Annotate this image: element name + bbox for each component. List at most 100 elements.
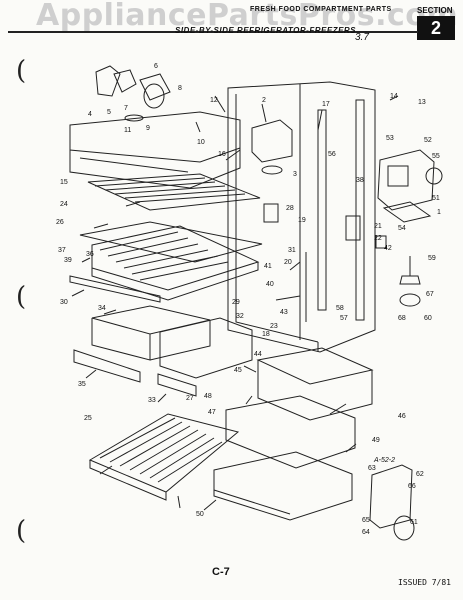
- callout-number-36: 36: [86, 251, 94, 258]
- header-rule: [8, 31, 418, 33]
- callout-number-35: 35: [78, 381, 86, 388]
- callout-number-31: 31: [288, 247, 296, 254]
- crisper-cover-left: [73, 349, 141, 383]
- callout-number-68: 68: [398, 315, 406, 322]
- callout-number-45: 45: [234, 367, 242, 374]
- callout-number-26: 26: [56, 219, 64, 226]
- callout-number-11: 11: [124, 127, 131, 134]
- knob-part-5: [124, 114, 144, 122]
- meat-keeper: [257, 360, 373, 421]
- callout-number-38: 38: [356, 177, 364, 184]
- callout-number-63: 63: [368, 465, 376, 472]
- binder-hole-mark-top: (: [16, 56, 27, 86]
- callout-number-30: 30: [60, 299, 68, 306]
- callout-number-58: 58: [336, 305, 344, 312]
- cabinet-liner: [227, 81, 376, 353]
- callout-number-42: 42: [384, 245, 392, 252]
- callout-number-12: 12: [210, 97, 218, 104]
- callout-number-44: 44: [254, 351, 262, 358]
- callout-number-51: 51: [432, 195, 440, 202]
- callout-number-23: 23: [270, 323, 278, 330]
- callout-number-24: 24: [60, 201, 68, 208]
- callout-number-52: 52: [424, 137, 432, 144]
- callout-number-33: 33: [148, 397, 156, 404]
- callout-number-53: 53: [386, 135, 394, 142]
- section-number-badge: 2: [417, 16, 455, 40]
- callout-number-15: 15: [60, 179, 68, 186]
- header-strip-title: FRESH FOOD COMPARTMENT PARTS: [250, 6, 392, 13]
- callout-number-61: 61: [410, 519, 418, 526]
- crisper-pan-left: [91, 318, 151, 361]
- callout-number-6: 6: [154, 63, 158, 70]
- shelf-ladder-rail-right: [355, 99, 365, 321]
- bracket-part-4: [95, 65, 121, 97]
- callout-number-22: 22: [374, 235, 382, 242]
- callout-number-27: 27: [186, 395, 194, 402]
- wire-shelf-bottom: [88, 413, 240, 493]
- callout-number-14: 14: [390, 93, 398, 100]
- inset-roller-assembly: [369, 464, 413, 529]
- callout-number-54: 54: [398, 225, 406, 232]
- callout-number-50: 50: [196, 511, 204, 518]
- callout-number-49: 49: [372, 437, 380, 444]
- callout-number-47: 47: [208, 409, 216, 416]
- wire-shelf-top: [87, 173, 261, 211]
- callout-number-41: 41: [264, 263, 272, 270]
- callout-number-64: 64: [362, 529, 370, 536]
- callout-number-57: 57: [340, 315, 348, 322]
- callout-number-37: 37: [58, 247, 66, 254]
- callout-number-67: 67: [426, 291, 434, 298]
- callout-number-29: 29: [232, 299, 240, 306]
- callout-number-62: 62: [416, 471, 424, 478]
- leveler-part-59: [399, 256, 421, 285]
- inset-dairy-parts: [377, 149, 435, 211]
- diagram-subtitle: SIDE-BY-SIDE REFRIGERATOR-FREEZERS: [175, 26, 357, 35]
- callout-number-16: 16: [218, 151, 226, 158]
- crisper-pan-right: [159, 317, 253, 379]
- callout-number-43: 43: [280, 309, 288, 316]
- callout-number-18: 18: [262, 331, 270, 338]
- callout-number-40: 40: [266, 281, 274, 288]
- callout-number-8: 8: [178, 85, 182, 92]
- callout-number-32: 32: [236, 313, 244, 320]
- callout-number-4: 4: [88, 111, 92, 118]
- callout-number-20: 20: [284, 259, 292, 266]
- lower-pan: [213, 451, 353, 521]
- callout-number-10: 10: [197, 139, 205, 146]
- inset-label: A-52-2: [373, 457, 395, 464]
- handwritten-note: 3.7: [355, 32, 369, 43]
- callout-number-34: 34: [98, 305, 106, 312]
- callout-number-3: 3: [293, 171, 297, 178]
- shelf-rail: [69, 275, 161, 303]
- callout-number-56: 56: [328, 151, 336, 158]
- callout-number-9: 9: [146, 125, 150, 132]
- light-socket-part-8: [143, 83, 165, 109]
- callout-number-28: 28: [286, 205, 294, 212]
- callout-number-19: 19: [298, 217, 306, 224]
- callout-number-7: 7: [124, 105, 128, 112]
- binder-hole-mark-middle: (: [16, 282, 27, 312]
- page-code: C-7: [212, 566, 230, 578]
- vegetable-pan: [225, 395, 356, 469]
- callout-number-48: 48: [204, 393, 212, 400]
- callout-number-39: 39: [64, 257, 72, 264]
- callout-number-25: 25: [84, 415, 92, 422]
- binder-hole-mark-bottom: (: [16, 516, 27, 546]
- callout-number-2: 2: [262, 97, 266, 104]
- glass-shelf: [91, 225, 260, 291]
- callout-number-46: 46: [398, 413, 406, 420]
- callout-number-13: 13: [418, 99, 426, 106]
- callout-number-17: 17: [322, 101, 330, 108]
- callout-number-65: 65: [362, 517, 370, 524]
- callout-number-1: 1: [437, 209, 441, 216]
- roller-part-68: [399, 293, 421, 307]
- section-label: SECTION: [417, 6, 453, 15]
- callout-number-59: 59: [428, 255, 436, 262]
- callout-number-21: 21: [374, 223, 382, 230]
- watermark-text: AppliancePartsPros.com: [36, 0, 459, 33]
- control-housing: [251, 119, 293, 163]
- callout-number-66: 66: [408, 483, 416, 490]
- issued-date: ISSUED 7/81: [398, 578, 451, 587]
- callout-number-60: 60: [424, 315, 432, 322]
